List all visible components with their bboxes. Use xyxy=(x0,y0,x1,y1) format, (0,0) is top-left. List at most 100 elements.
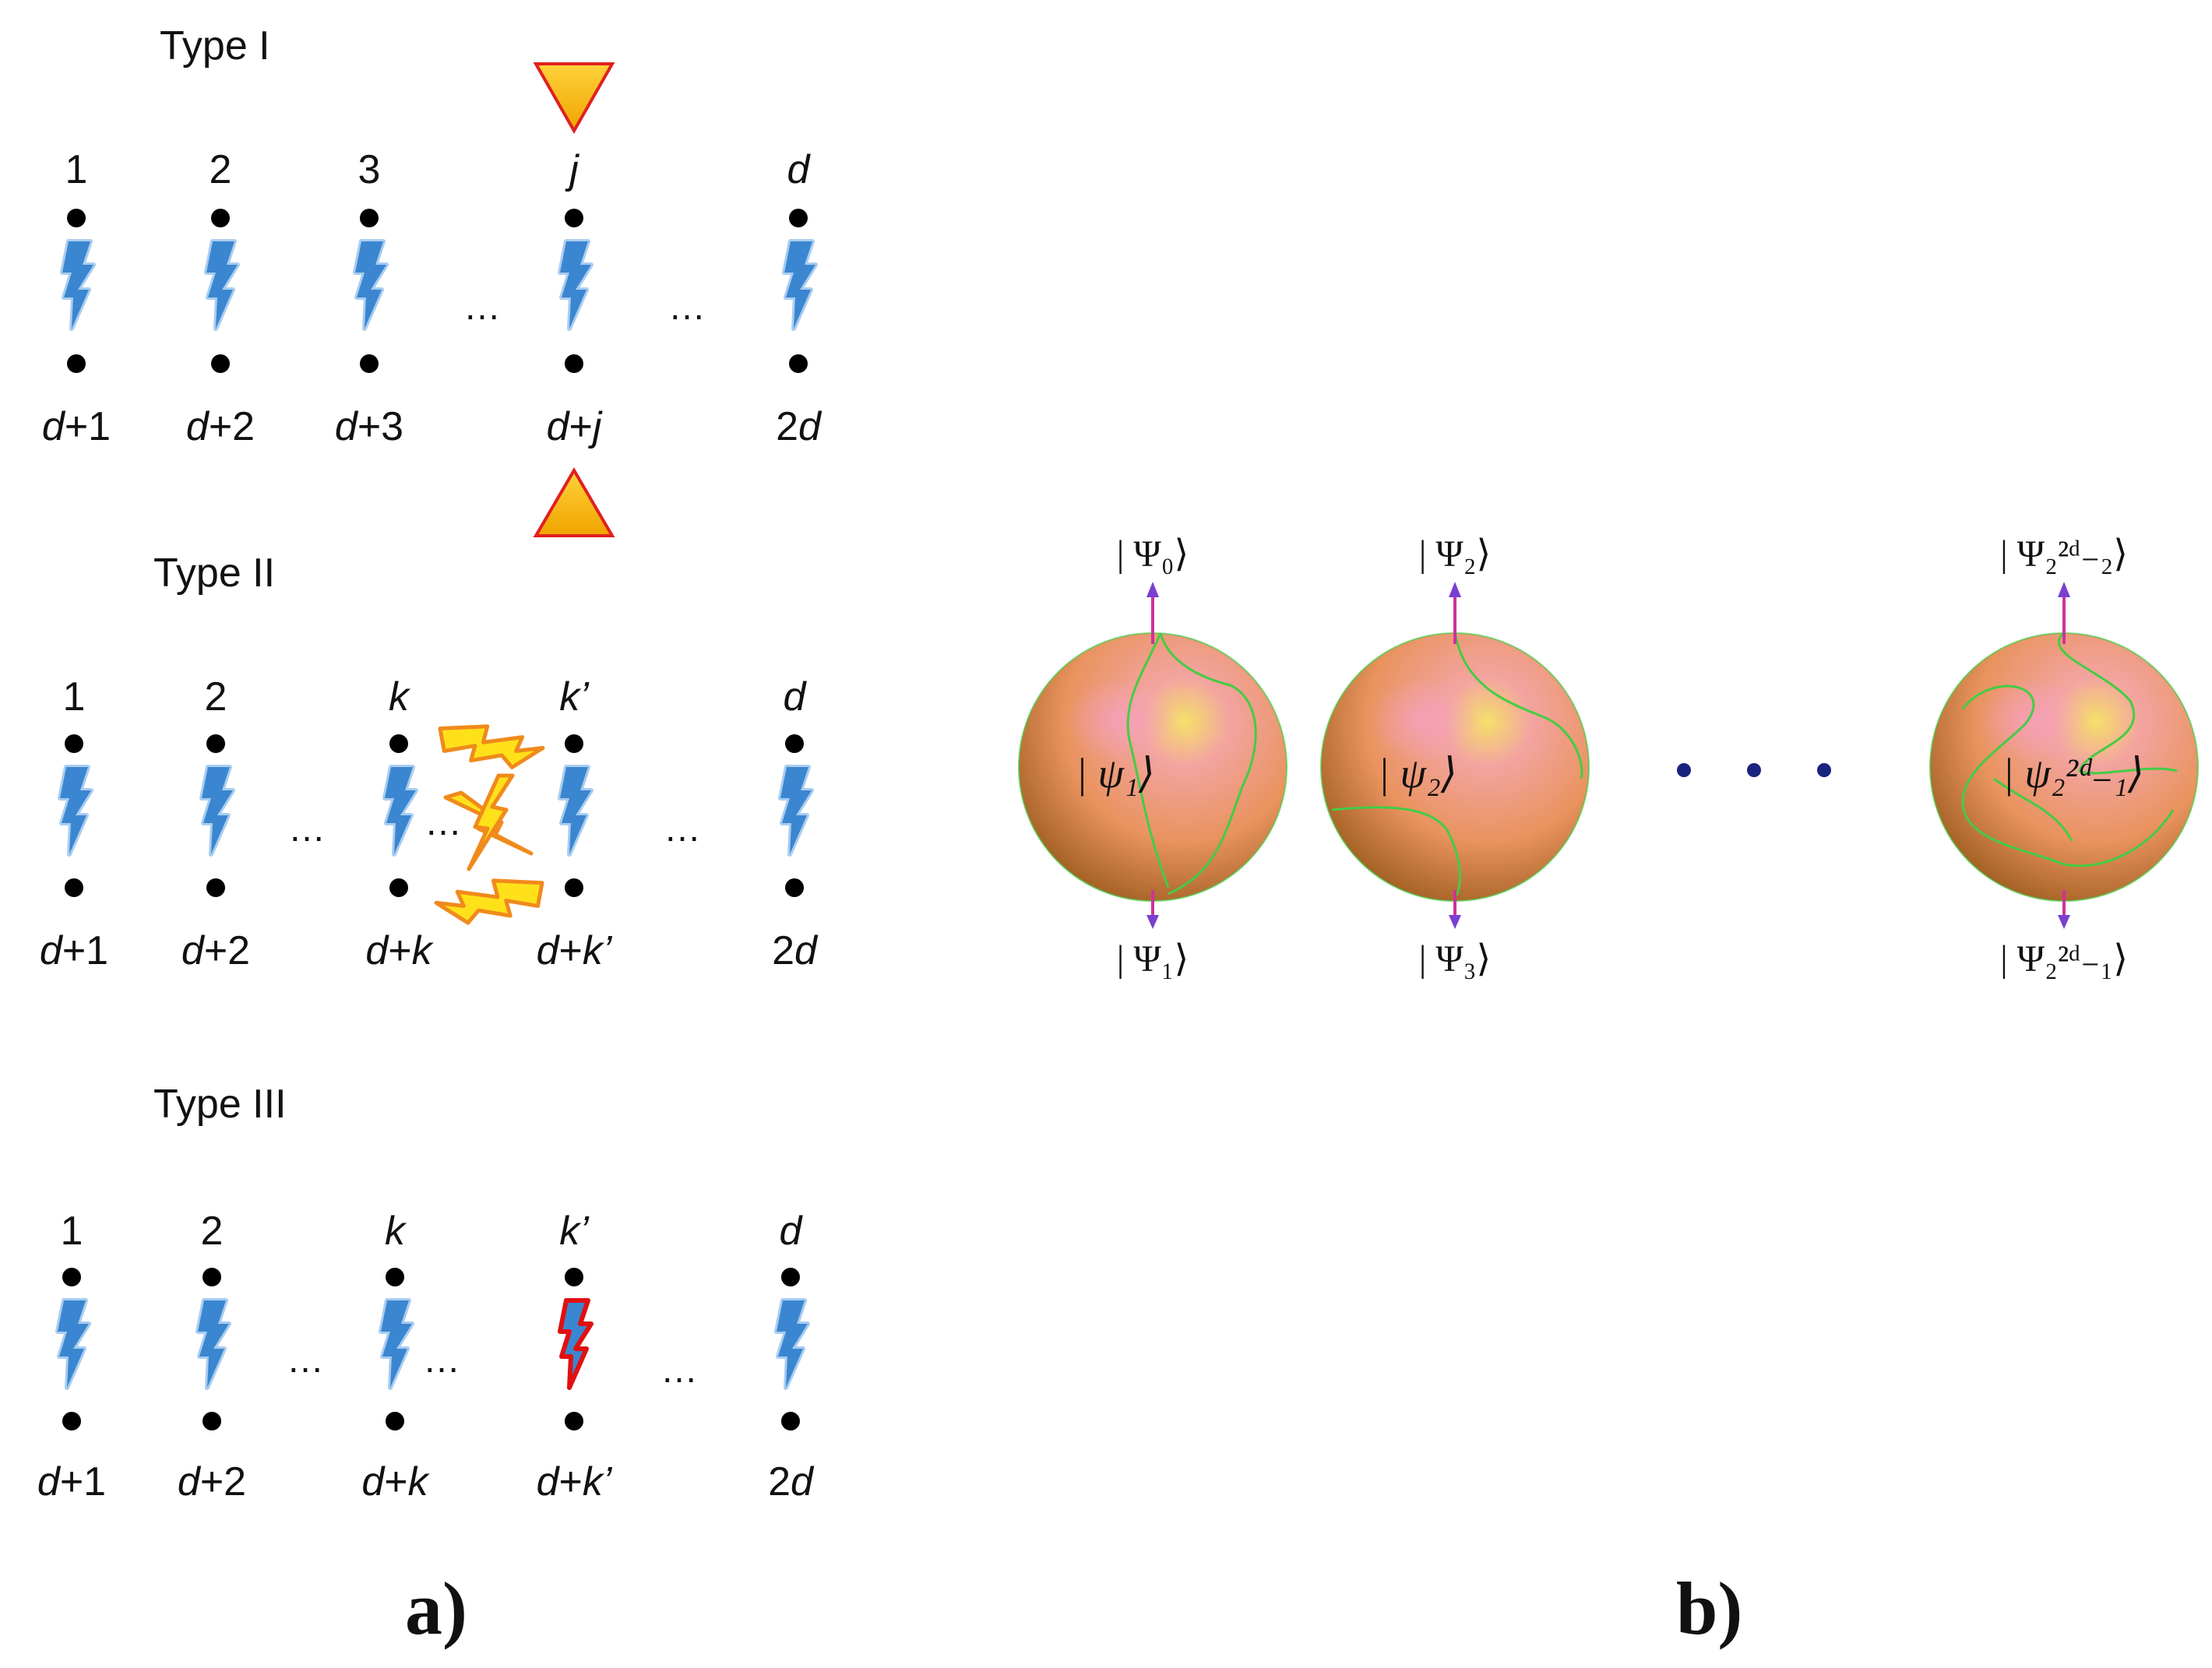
qubit-label-top: j xyxy=(565,147,579,192)
sphere-bottom-label: | Ψ₃⟩ xyxy=(1419,938,1491,980)
state-curve xyxy=(1126,632,1257,896)
entanglement-bolt-icon xyxy=(353,239,389,331)
qubit-dot xyxy=(781,1268,800,1286)
qubit-dot xyxy=(211,354,230,373)
entanglement-bolt-icon xyxy=(778,765,814,857)
qubit-label-bottom: d+k xyxy=(361,1459,430,1504)
qubit-dot xyxy=(203,1412,221,1430)
ellipsis-text: … xyxy=(287,1339,324,1381)
caption-b: b) xyxy=(1676,1567,1742,1650)
interaction-bolt-icon xyxy=(438,724,545,769)
up-arrow-icon xyxy=(2058,582,2070,644)
state-curve xyxy=(1331,632,1583,896)
caption-a: a) xyxy=(405,1567,467,1650)
qubit-dot xyxy=(360,354,379,373)
entanglement-bolt-icon xyxy=(195,1298,231,1390)
sphere-glow xyxy=(1067,677,1176,763)
qubit-label-bottom: d+k’ xyxy=(537,928,613,973)
entanglement-bolt-icon xyxy=(774,1298,810,1390)
entanglement-bolt-icon xyxy=(204,239,240,331)
qubit-label-top: 2 xyxy=(210,147,232,192)
qubit-label-top: k xyxy=(389,674,411,720)
down-arrow-icon xyxy=(2058,890,2070,929)
crossed-interaction-bolt-icon xyxy=(443,773,534,871)
sphere-center-label: | ψ₂⟩ xyxy=(1378,750,1457,797)
qubit-label-top: 3 xyxy=(358,147,381,192)
type-i-title: Type I xyxy=(160,23,270,69)
qubit-label-top: k’ xyxy=(559,1209,590,1254)
ellipsis-text: … xyxy=(664,808,701,850)
up-arrow-icon xyxy=(1147,582,1159,644)
qubit-label-bottom: d+3 xyxy=(335,404,403,449)
qubit-dot xyxy=(565,354,583,373)
down-arrow-icon xyxy=(1147,890,1159,929)
triangle-down-marker xyxy=(533,62,615,135)
qubit-dot xyxy=(211,209,230,227)
qubit-label-top: 2 xyxy=(201,1209,224,1254)
qubit-label-bottom: d+k xyxy=(365,928,434,973)
qubit-label-top: d xyxy=(780,1209,804,1254)
state-curve xyxy=(1961,631,2178,867)
ellipsis-text: … xyxy=(668,287,706,328)
qubit-label-bottom: 2d xyxy=(776,404,822,449)
qubit-dot xyxy=(389,734,408,753)
ellipsis-text: … xyxy=(423,1339,460,1381)
type-iii-row: 1d+12d+2kd+kk’d+k’d2d……… xyxy=(37,1209,815,1504)
entanglement-bolt-icon xyxy=(379,1298,414,1390)
qubit-dot xyxy=(360,209,379,227)
down-arrow-icon xyxy=(1449,890,1461,929)
state-sphere: | Ψ₀⟩| ψ₁⟩| Ψ₁⟩ xyxy=(1018,533,1287,980)
entanglement-bolt-icon xyxy=(782,239,818,331)
qubit-label-bottom: d+2 xyxy=(178,1459,246,1504)
qubit-label-top: k xyxy=(385,1209,407,1254)
qubit-dot xyxy=(62,1412,81,1430)
qubit-dot xyxy=(789,209,808,227)
type-ii-row: 1d+12d+2kd+kk’d+k’d2d……… xyxy=(40,674,819,973)
ellipsis-dot xyxy=(1817,763,1831,777)
qubit-label-bottom: 2d xyxy=(768,1459,815,1504)
ellipsis-dots xyxy=(1677,763,1831,777)
qubit-dot xyxy=(565,878,583,897)
qubit-dot xyxy=(785,734,804,753)
entanglement-bolt-icon xyxy=(60,239,96,331)
qubit-dot xyxy=(62,1268,81,1286)
qubit-label-top: 2 xyxy=(205,674,227,720)
ellipsis-text: … xyxy=(463,287,501,328)
qubit-dot xyxy=(785,878,804,897)
qubit-label-top: 1 xyxy=(65,147,88,192)
qubit-dot xyxy=(789,354,808,373)
panel-b: | Ψ₀⟩| ψ₁⟩| Ψ₁⟩ | Ψ₂⟩ | ψ₂⟩ | Ψ₃⟩ | Ψ₂²ᵈ₋₂⟩|… xyxy=(1018,533,2199,1650)
qubit-label-bottom: d+1 xyxy=(37,1459,106,1504)
ellipsis-text: … xyxy=(288,808,326,850)
qubit-dot xyxy=(565,734,583,753)
ellipsis-dot xyxy=(1677,763,1691,777)
sphere-center-label: | ψ₂²ᵈ₋₁⟩ xyxy=(2002,750,2144,797)
qubit-label-top: d xyxy=(784,674,808,720)
up-arrow-icon xyxy=(1449,582,1461,644)
sphere-row: | Ψ₀⟩| ψ₁⟩| Ψ₁⟩ | Ψ₂⟩ | ψ₂⟩ | Ψ₃⟩ | Ψ₂²ᵈ₋₂⟩|… xyxy=(1018,533,2199,980)
qubit-dot xyxy=(206,878,225,897)
qubit-label-bottom: d+2 xyxy=(181,928,250,973)
qubit-dot xyxy=(565,1412,583,1430)
qubit-label-top: 1 xyxy=(63,674,86,720)
qubit-dot xyxy=(203,1268,221,1286)
qubit-label-top: 1 xyxy=(61,1209,83,1254)
entanglement-bolt-icon xyxy=(558,239,594,331)
qubit-dot xyxy=(781,1412,800,1430)
qubit-dot xyxy=(389,878,408,897)
qubit-label-bottom: 2d xyxy=(772,928,819,973)
state-sphere: | Ψ₂²ᵈ₋₂⟩| ψ₂²ᵈ₋₁⟩| Ψ₂²ᵈ₋₁⟩ xyxy=(1929,533,2199,980)
interaction-bolt-icon xyxy=(434,878,544,925)
triangle-up-marker xyxy=(533,467,615,537)
qubit-label-top: k’ xyxy=(559,674,590,720)
sphere-glow xyxy=(1369,677,1478,763)
qubit-label-top: d xyxy=(787,147,812,192)
ellipsis-text: … xyxy=(424,802,462,843)
qubit-dot xyxy=(65,734,83,753)
qubit-label-bottom: d+j xyxy=(547,404,603,449)
qubit-dot xyxy=(565,1268,583,1286)
sphere-top-label: | Ψ₂⟩ xyxy=(1419,533,1491,575)
type-i-row: 1d+12d+23d+3jd+jd2d…… xyxy=(42,147,822,449)
